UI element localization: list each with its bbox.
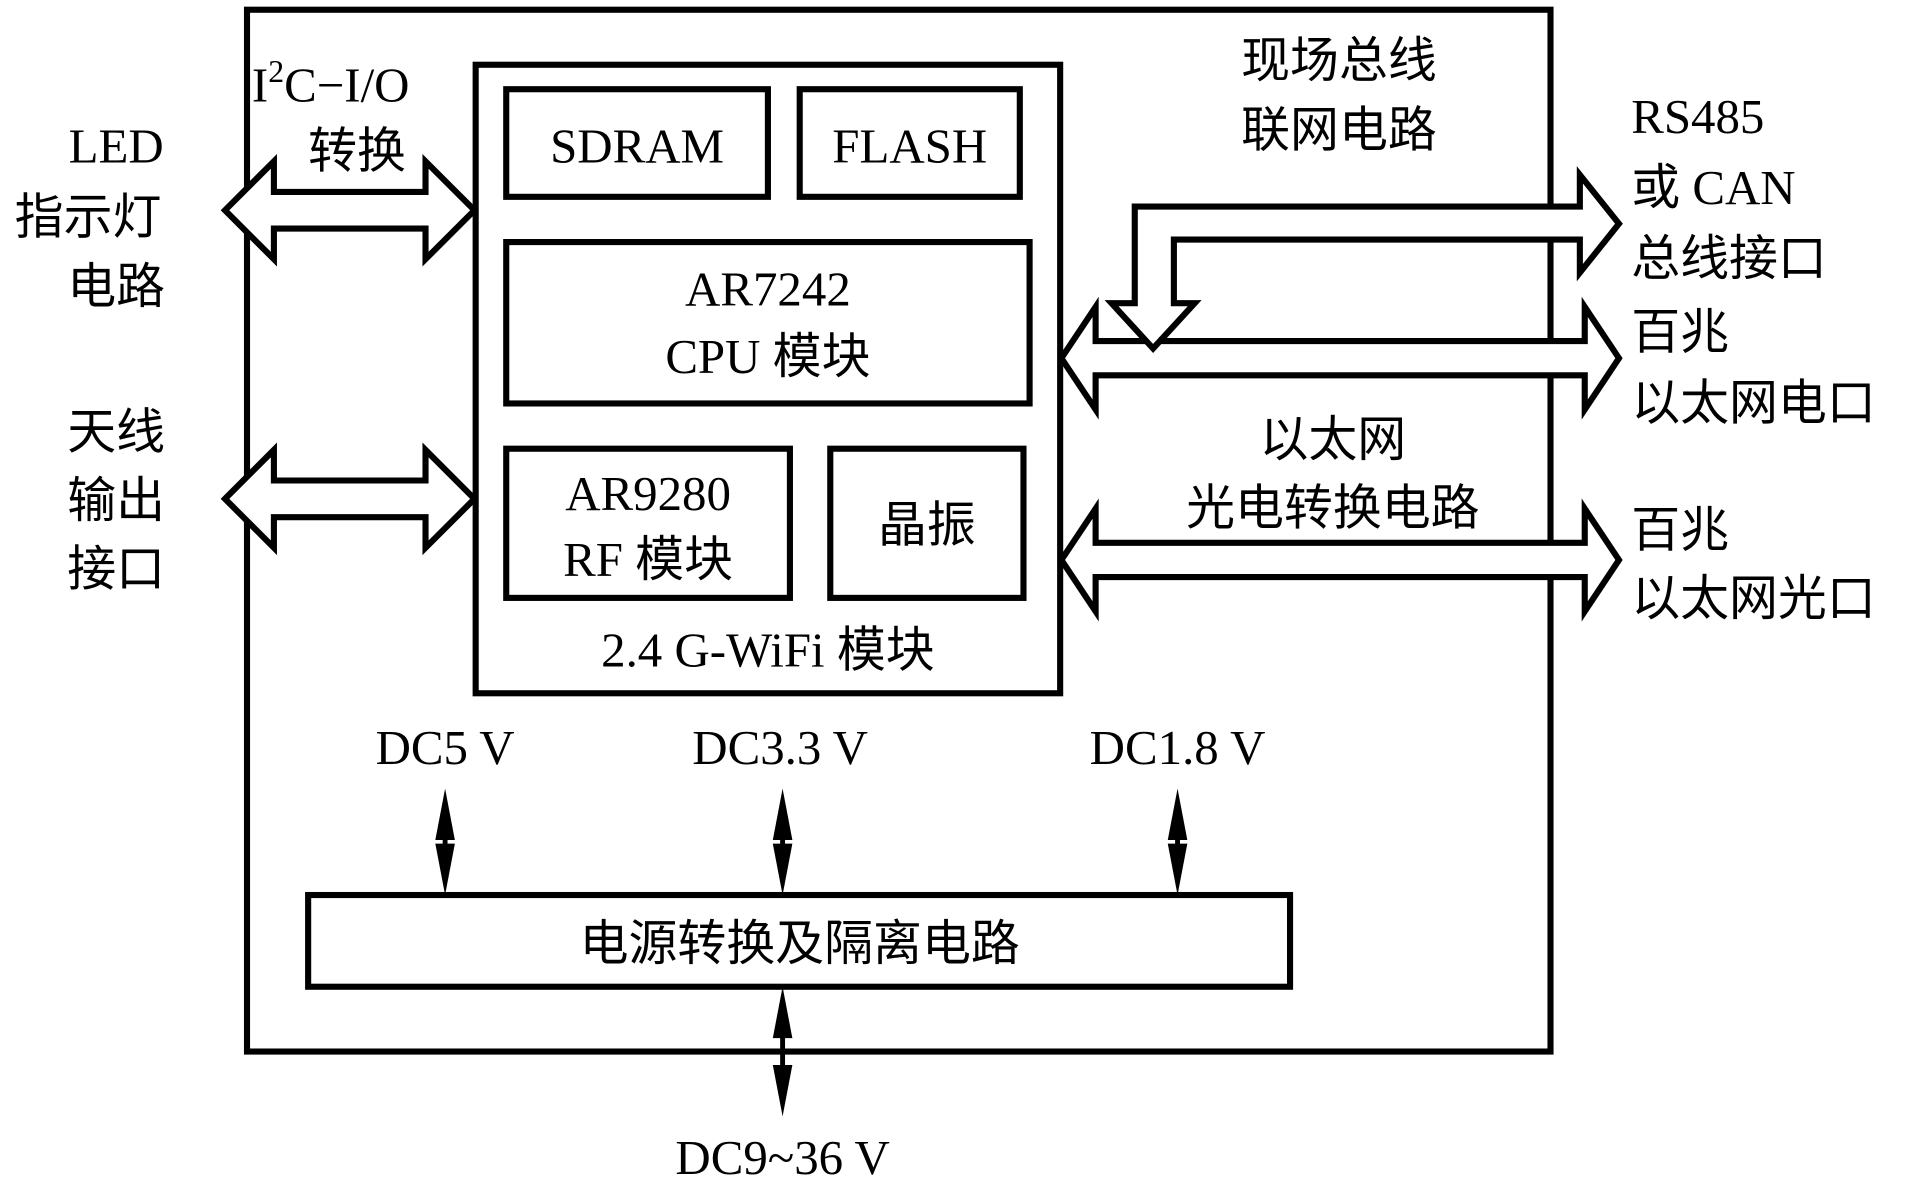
dc18v-label: DC1.8 V: [1090, 720, 1266, 775]
power-box-label: 电源转换及隔离电路: [580, 916, 1020, 971]
ethernet-label-line2: 光电转换电路: [1186, 481, 1479, 536]
dc33v-arrow-icon: [772, 788, 793, 896]
bus-label-line3: 总线接口: [1631, 231, 1827, 286]
i2c-label-line1: I2C−I/O: [252, 54, 410, 113]
crystal-label: 晶振: [878, 498, 976, 553]
power-box: [305, 891, 1294, 990]
dc5v-arrow-icon: [435, 788, 455, 896]
eth-electrical-label-line1: 百兆: [1631, 304, 1729, 359]
eth-electrical-label-line2: 以太网电口: [1631, 375, 1876, 430]
antenna-bus-arrow-icon: [220, 442, 479, 556]
antenna-label-line1: 天线: [67, 405, 165, 460]
device-frame: [243, 6, 1554, 1055]
flash-box: [796, 86, 1023, 200]
ethernet-electrical-arrow-icon: [1057, 296, 1623, 420]
ethernet-optical-arrow-icon: [1057, 498, 1623, 622]
ethernet-label-line1: 以太网: [1259, 412, 1406, 467]
led-label-line3: 电路: [67, 259, 165, 314]
crystal-box: [827, 445, 1027, 601]
rf-label-line1: AR9280: [565, 466, 731, 521]
fieldbus-arrow-icon: [1104, 166, 1623, 353]
dc33v-label: DC3.3 V: [692, 720, 868, 775]
fieldbus-label-line2: 联网电路: [1241, 103, 1437, 158]
dc5v-label: DC5 V: [376, 720, 515, 775]
dc18v-arrow-icon: [1167, 788, 1188, 896]
dc9-36v-arrow-icon: [772, 986, 793, 1117]
cpu-box: [503, 239, 1033, 407]
led-label-line2: 指示灯: [15, 189, 162, 244]
led-label-line1: LED: [69, 119, 164, 174]
rf-box: [503, 445, 793, 601]
bus-label-line1: RS485: [1631, 89, 1764, 144]
eth-optical-label-line2: 以太网光口: [1631, 571, 1876, 626]
eth-optical-label-line1: 百兆: [1631, 503, 1729, 558]
wifi-module-title: 2.4 G-WiFi 模块: [601, 622, 935, 677]
cpu-label-line1: AR7242: [685, 262, 851, 317]
bus-label-line2: 或 CAN: [1631, 160, 1795, 215]
sdram-box: [503, 86, 771, 200]
sdram-label: SDRAM: [550, 119, 724, 174]
led-bus-arrow-icon: [220, 153, 479, 267]
antenna-label-line2: 输出: [67, 473, 165, 528]
antenna-label-line3: 接口: [67, 542, 165, 597]
dc9-36v-label: DC9~36 V: [675, 1130, 889, 1185]
fieldbus-label-line1: 现场总线: [1241, 33, 1437, 88]
cpu-label-line2: CPU 模块: [665, 329, 870, 384]
rf-label-line2: RF 模块: [563, 532, 733, 587]
i2c-label-line2: 转换: [308, 123, 406, 178]
flash-label: FLASH: [832, 119, 987, 174]
